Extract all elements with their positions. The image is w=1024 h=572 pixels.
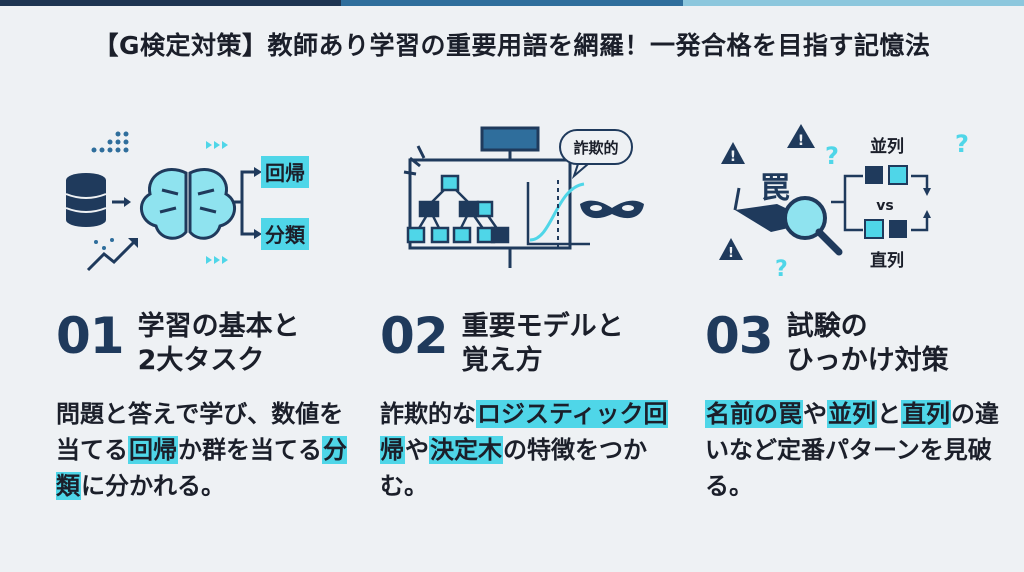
tag-regression: 回帰 <box>265 161 305 185</box>
section-title-line: 試験の <box>786 311 868 342</box>
body-text: や <box>803 400 827 428</box>
body-text: 問題と答えで学び、 <box>56 400 272 428</box>
branch-lines <box>831 174 929 232</box>
highlight-term: 回帰 <box>128 436 178 464</box>
section-title: 学習の基本と 2大タスク <box>138 306 300 378</box>
body-text: の違いなど定番パターンを見破る。 <box>705 400 999 500</box>
svg-text:!: ! <box>798 133 804 149</box>
section-title-line: 学習の基本と <box>137 311 300 342</box>
body-text: 群を当てる <box>202 436 322 464</box>
speech-bubble: 詐欺的 <box>559 129 633 180</box>
brain-icon <box>140 168 236 240</box>
body-text: や <box>405 436 429 464</box>
label-vs: vs <box>876 198 893 214</box>
decision-tree-icon <box>406 174 510 244</box>
svg-text:!: ! <box>728 246 734 261</box>
section-03-illustration: ! ! ! ? ? ? 罠 <box>719 124 969 282</box>
section-03: ! ! ! ? ? ? 罠 <box>705 118 1005 558</box>
model-frame <box>408 126 572 268</box>
section-title: 試験の ひっかけ対策 <box>787 306 949 378</box>
highlight-term: 決定木 <box>429 436 503 464</box>
section-number: 02 <box>380 307 449 365</box>
magnifier-icon <box>783 196 843 256</box>
mask-icon <box>580 200 644 219</box>
top-accent-bar <box>0 0 1024 6</box>
body-text: 数値を当てる <box>56 400 344 464</box>
body-text: か <box>178 436 202 464</box>
tag-regression-bg <box>261 156 309 188</box>
branch-lines <box>232 170 258 236</box>
section-02: 詐欺的 02 重要モデルと 覚え方 詐欺的なロジスティック回帰や決定木の特徴をつ… <box>380 118 680 558</box>
trap-char: 罠 <box>760 171 790 206</box>
body-text: 詐欺的な <box>380 400 476 428</box>
section-number: 01 <box>56 307 125 365</box>
sigmoid-curve-icon <box>526 180 590 248</box>
section-title-line: 重要モデルと <box>461 311 624 342</box>
serial-boxes <box>864 219 907 239</box>
label-parallel: 並列 <box>870 136 904 157</box>
question-icon: ? <box>775 257 788 282</box>
warning-icon: ! <box>787 124 815 149</box>
chevron-icon <box>206 141 228 149</box>
body-text: と <box>877 400 901 428</box>
section-02-header: 02 重要モデルと 覚え方 <box>380 306 624 378</box>
svg-text:!: ! <box>730 149 736 165</box>
question-icon: ? <box>955 130 969 158</box>
section-body: 問題と答えで学び、数値を当てる回帰か群を当てる分類に分かれる。 <box>56 396 356 504</box>
warning-icon: ! <box>721 142 745 165</box>
tag-classification: 分類 <box>265 223 306 247</box>
body-text: に分かれる。 <box>81 472 225 500</box>
page-title: 【G検定対策】教師あり学習の重要用語を網羅！一発合格を目指す記憶法 <box>93 31 931 60</box>
section-01: 回帰 分類 01 学習の基本と 2大タスク 問題と答えで学び、数値を当てる回帰か… <box>56 118 356 558</box>
highlight-term: 直列 <box>901 400 951 428</box>
section-title-line: 2大タスク <box>137 345 265 376</box>
data-dots-icon <box>91 131 129 153</box>
chevron-icon <box>206 256 228 264</box>
section-title-line: 覚え方 <box>461 345 543 376</box>
bubble-text: 詐欺的 <box>573 139 618 157</box>
label-serial: 直列 <box>870 250 904 271</box>
highlight-term: 名前の罠 <box>705 400 803 428</box>
section-01-header: 01 学習の基本と 2大タスク <box>56 306 300 378</box>
highlight-term: 並列 <box>827 400 877 428</box>
section-number: 03 <box>705 307 774 365</box>
question-icon: ? <box>825 142 839 170</box>
tag-classification-bg <box>261 218 309 250</box>
section-title: 重要モデルと 覚え方 <box>462 306 624 378</box>
section-01-illustration: 回帰 分類 <box>65 131 309 272</box>
section-body: 名前の罠や並列と直列の違いなど定番パターンを見破る。 <box>705 396 1005 504</box>
section-03-header: 03 試験の ひっかけ対策 <box>705 306 949 378</box>
section-body: 詐欺的なロジスティック回帰や決定木の特徴をつかむ。 <box>380 396 680 504</box>
database-icon <box>65 173 107 227</box>
section-title-line: ひっかけ対策 <box>786 345 949 376</box>
chart-trend-icon <box>86 238 138 272</box>
warning-icon: ! <box>719 238 743 261</box>
section-02-illustration: 詐欺的 <box>403 126 644 268</box>
body-text: の特徴をつかむ。 <box>380 436 647 500</box>
parallel-boxes <box>865 165 908 185</box>
